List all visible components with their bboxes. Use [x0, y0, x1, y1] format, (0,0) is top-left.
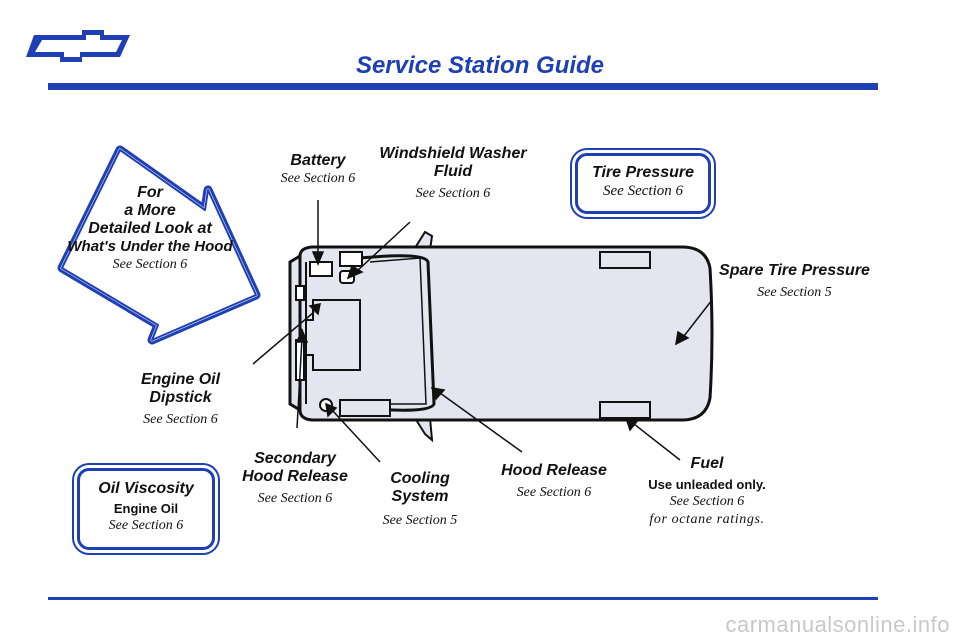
battery-section: See Section 6 [280, 171, 356, 186]
cooling-callout: Cooling System See Section 5 [360, 470, 480, 530]
fuel-extra: for octane ratings. [649, 512, 765, 527]
washer-line1: Windshield Washer [379, 145, 527, 162]
fuel-note: Use unleaded only. [648, 477, 766, 492]
tire-pressure-box: Tire Pressure See Section 6 [575, 153, 711, 214]
dipstick-label: Engine Oil Dipstick [140, 371, 221, 406]
secondary-release-section: See Section 6 [257, 491, 333, 506]
header-rule [48, 83, 878, 90]
spare-tire-section: See Section 5 [757, 285, 832, 300]
hood-release-callout: Hood Release See Section 6 [498, 462, 610, 502]
watermark: carmanualsonline.info [725, 612, 950, 637]
battery-label: Battery [290, 152, 346, 169]
battery-callout: Battery See Section 6 [268, 152, 368, 188]
dipstick-callout: Engine Oil Dipstick See Section 6 [108, 371, 253, 429]
under-hood-section: See Section 6 [112, 257, 188, 272]
tire-pressure-section: See Section 6 [603, 183, 683, 199]
cooling-label: Cooling System [390, 470, 450, 505]
spare-tire-label: Spare Tire Pressure [719, 262, 870, 279]
secondary-release-line1: Secondary [254, 450, 336, 467]
washer-line2: Fluid [433, 163, 473, 180]
washer-section: See Section 6 [415, 186, 491, 201]
fuel-section: See Section 6 [669, 494, 745, 509]
secondary-release-callout: Secondary Hood Release See Section 6 [240, 450, 350, 508]
spare-tire-callout: Spare Tire Pressure See Section 5 [712, 262, 877, 302]
under-hood-callout: For a More Detailed Look at What's Under… [60, 184, 240, 274]
cooling-section: See Section 5 [382, 513, 458, 528]
under-hood-line2: a More [124, 202, 176, 219]
under-hood-line3: Detailed Look at [88, 220, 212, 237]
fuel-label: Fuel [690, 455, 724, 472]
footer-rule [48, 597, 878, 600]
hood-release-section: See Section 6 [516, 485, 592, 500]
hood-release-label: Hood Release [501, 462, 607, 479]
tire-pressure-label: Tire Pressure [592, 164, 694, 181]
under-hood-line1: For [137, 184, 163, 201]
under-hood-arrow [57, 145, 261, 345]
fuel-callout: Fuel Use unleaded only. See Section 6 fo… [632, 455, 782, 529]
washer-callout: Windshield Washer Fluid See Section 6 [378, 145, 528, 203]
oil-viscosity-note: Engine Oil [113, 501, 179, 516]
oil-viscosity-box: Oil Viscosity Engine Oil See Section 6 [77, 468, 215, 550]
oil-viscosity-label: Oil Viscosity [98, 480, 194, 497]
oil-viscosity-section: See Section 6 [108, 518, 184, 533]
page-title: Service Station Guide [355, 52, 605, 79]
dipstick-section: See Section 6 [143, 412, 218, 427]
under-hood-line4: What's Under the Hood [67, 238, 233, 255]
secondary-release-line2: Hood Release [242, 468, 348, 485]
leader-lines [252, 200, 713, 463]
van-body [288, 245, 714, 422]
